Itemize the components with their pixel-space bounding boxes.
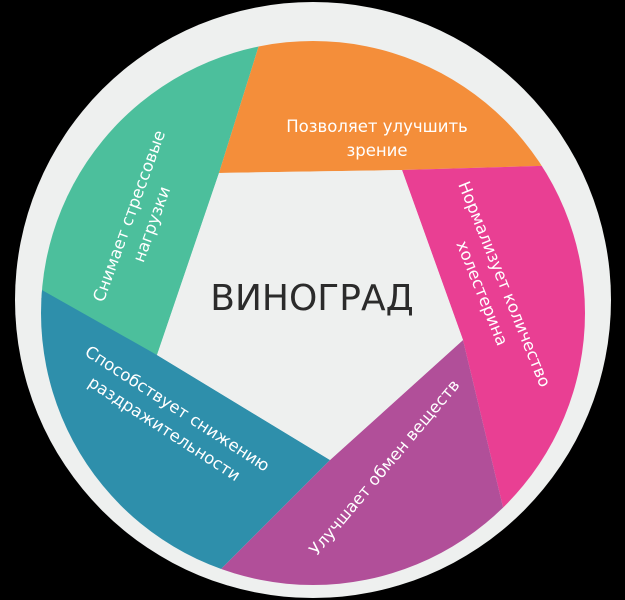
center-title: ВИНОГРАД [210, 278, 413, 319]
segment-bottom-right [170, 340, 530, 585]
label-top-line2: зрение [346, 141, 407, 160]
label-top-line1: Позволяет улучшить [286, 117, 468, 136]
center-pentagon [157, 170, 463, 460]
